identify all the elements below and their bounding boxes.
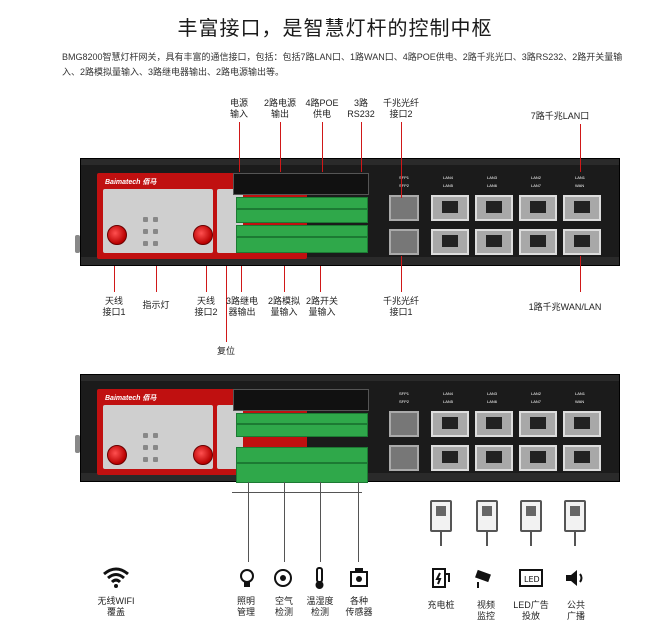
thermometer-icon: [304, 566, 334, 595]
brand-logo: Baimatech 佰马: [105, 179, 157, 186]
lan-port: [431, 195, 469, 221]
lan-port: [431, 229, 469, 255]
lan-port: [519, 229, 557, 255]
bulb-icon: [232, 566, 262, 595]
sfp-port-2: [389, 195, 419, 221]
terminal-block-lower: [236, 225, 368, 253]
lan-port: [475, 229, 513, 255]
label-power-input: 电源 输入: [229, 98, 248, 119]
wifi-icon: [100, 566, 132, 593]
label-wan: 1路千兆WAN/LAN: [528, 302, 602, 312]
network-plug: [520, 500, 542, 546]
charger-icon: [426, 566, 456, 595]
label-antenna-2: 天线 接口2: [194, 296, 218, 317]
lan-port: [475, 195, 513, 221]
label-relay-output: 3路继电 器输出: [225, 296, 258, 317]
terminal-labels: [233, 173, 369, 195]
svg-text:LED: LED: [524, 575, 540, 584]
product-description: BMG8200智慧灯杆网关，具有丰富的通信接口，包括：包括7路LAN口、1路WA…: [62, 52, 623, 77]
gateway-device-bottom: Baimatech 佰马 SFP1 SFP2 LAN4 LAN3 LAN2 LA…: [75, 374, 620, 483]
label-lan-7: 7路千兆LAN口: [530, 111, 590, 121]
indicator-led: [143, 217, 148, 222]
sensor-icon: [344, 566, 374, 595]
terminal-block-upper: [236, 413, 368, 437]
lan-port: [563, 195, 601, 221]
label-switch-input: 2路开关 量输入: [305, 296, 338, 317]
terminal-block-lower: [236, 447, 368, 483]
label-antenna-1: 天线 接口1: [102, 296, 126, 317]
network-plug: [564, 500, 586, 546]
gateway-device-top: Baimatech 佰马 SFP1 SFP2 LAN4 LAN3 LAN2 LA…: [75, 158, 620, 266]
air-icon: [268, 566, 298, 595]
terminal-block-upper: [236, 197, 368, 223]
antenna-1-port: [107, 225, 127, 245]
label-indicator: 指示灯: [142, 300, 170, 310]
indicator-led: [143, 241, 148, 246]
label-fiber-1: 千兆光纤 接口1: [382, 296, 419, 317]
label-reset: 复位: [216, 346, 235, 356]
page-title: 丰富接口，是智慧灯杆的控制中枢: [177, 18, 493, 40]
lan-port: [519, 195, 557, 221]
sfp-port-1: [389, 229, 419, 255]
antenna-1-port: [107, 445, 127, 465]
indicator-led: [153, 241, 158, 246]
label-poe: 4路POE 供电: [305, 98, 339, 119]
antenna-2-port: [193, 445, 213, 465]
label-fiber-2: 千兆光纤 接口2: [382, 98, 419, 119]
indicator-led: [143, 229, 148, 234]
indicator-led: [153, 229, 158, 234]
network-plug: [430, 500, 452, 546]
network-plug: [476, 500, 498, 546]
label-analog-input: 2路模拟 量输入: [267, 296, 300, 317]
led-screen-icon: LED: [516, 566, 546, 595]
wan-port: [563, 229, 601, 255]
camera-icon: [470, 566, 500, 595]
indicator-led: [153, 217, 158, 222]
label-power-output: 2路电源 输出: [263, 98, 296, 119]
label-rs232: 3路 RS232: [347, 98, 375, 119]
antenna-2-port: [193, 225, 213, 245]
speaker-icon: [560, 566, 590, 595]
